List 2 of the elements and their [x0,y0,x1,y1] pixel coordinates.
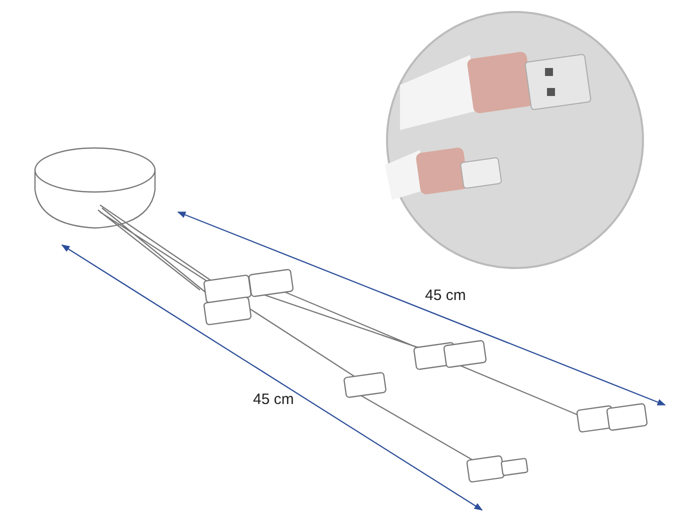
dimension-label: 45 cm [253,391,294,408]
dimension-label: 45 cm [425,287,466,304]
